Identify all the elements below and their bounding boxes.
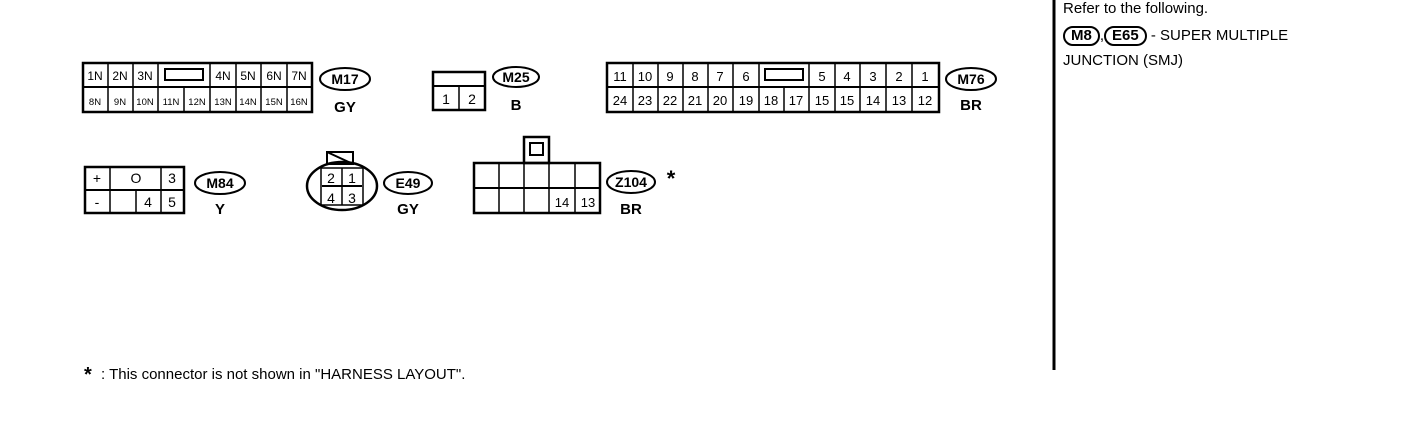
m84-bottom-pin-3: 5 <box>168 194 176 210</box>
m76-top-pin-9: 3 <box>869 69 876 84</box>
m17-color: GY <box>334 99 356 116</box>
m76-bottom-pin-8: 17 <box>789 93 803 108</box>
m76-id: M76 <box>957 71 984 87</box>
footnote-star: * <box>84 364 92 386</box>
m17-bottom-pin-1: 8N <box>89 97 101 108</box>
m76-bottom-pin-12: 13 <box>892 93 906 108</box>
m25-pin-1: 1 <box>442 91 450 107</box>
m76-bottom-pin-13: 12 <box>918 93 932 108</box>
ref-m8: M8 <box>1063 26 1100 46</box>
m25-pin-2: 2 <box>468 91 476 107</box>
e49-bottom-pin-2: 3 <box>348 190 356 206</box>
m76-bottom-pin-1: 24 <box>613 93 627 108</box>
m76-top-pin-7: 5 <box>818 69 825 84</box>
m76-bottom-pin-4: 21 <box>688 93 702 108</box>
m76-bottom-pin-7: 18 <box>764 93 778 108</box>
m84-id: M84 <box>206 175 233 191</box>
m76-top-pin-10: 2 <box>895 69 902 84</box>
m17-badge <box>319 67 371 91</box>
connector-m17 <box>81 61 371 114</box>
m76-badge <box>945 67 997 91</box>
z104-star: * <box>667 166 676 191</box>
m76-top-pin-1: 11 <box>613 69 627 84</box>
m17-top-pin-6: 6N <box>266 69 281 83</box>
connector-m84 <box>83 165 246 215</box>
m76-top-pin-8: 4 <box>843 69 850 84</box>
m84-badge <box>194 171 246 195</box>
m17-bottom-pin-7: 14N <box>239 97 257 108</box>
m76-top-pin-2: 10 <box>638 69 652 84</box>
m17-top-pin-7: 7N <box>291 69 306 83</box>
m76-bottom-pin-5: 20 <box>713 93 727 108</box>
m84-top-pin-1: + <box>93 170 101 186</box>
e49-color: GY <box>397 201 419 218</box>
m76-bottom-pin-6: 19 <box>739 93 753 108</box>
m25-id: M25 <box>502 69 529 85</box>
m76-color: BR <box>960 97 982 114</box>
e49-bottom-pin-1: 4 <box>327 190 335 206</box>
m17-top-pin-3: 3N <box>137 69 152 83</box>
e49-top-pin-2: 1 <box>348 170 356 186</box>
ref-comma: , <box>1099 27 1105 44</box>
m17-bottom-pin-6: 13N <box>214 97 232 108</box>
m84-bottom-pin-2: 4 <box>144 194 152 210</box>
m76-top-pin-5: 7 <box>716 69 723 84</box>
m17-bottom-pin-8: 15N <box>265 97 283 108</box>
m17-top-pin-1: 1N <box>87 69 102 83</box>
footnote-text: : This connector is not shown in "HARNES… <box>101 366 465 383</box>
m76-top-pin-6: 6 <box>742 69 749 84</box>
e49-top-pin-1: 2 <box>327 170 335 186</box>
m76-top-pin-11: 1 <box>921 69 928 84</box>
m25-color: B <box>511 97 522 114</box>
z104-color: BR <box>620 201 642 218</box>
m17-top-pin-2: 2N <box>112 69 127 83</box>
m76-bottom-pin-9: 15 <box>815 93 829 108</box>
m17-bottom-pin-3: 10N <box>136 97 154 108</box>
m17-bottom-pin-9: 16N <box>290 97 308 108</box>
m17-top-pin-4: 4N <box>215 69 230 83</box>
e49-id: E49 <box>396 175 421 191</box>
connector-m76 <box>605 61 997 114</box>
m76-bottom-pin-10: 15 <box>840 93 854 108</box>
m17-bottom-pin-2: 9N <box>114 97 126 108</box>
m25-badge <box>492 66 540 88</box>
connector-z104 <box>472 135 656 215</box>
m76-bottom-pin-11: 14 <box>866 93 880 108</box>
m84-top-pin-3: 3 <box>168 170 176 186</box>
m76-bottom-pin-3: 22 <box>663 93 677 108</box>
side-note-line1: Refer to the following. <box>1063 0 1209 17</box>
z104-bottom-pin-1: 14 <box>555 195 569 210</box>
z104-badge <box>606 170 656 194</box>
m76-bottom-pin-2: 23 <box>638 93 652 108</box>
m17-latch <box>164 68 204 81</box>
connector-m25 <box>431 66 540 112</box>
m84-top-pin-2: O <box>131 170 142 186</box>
connector-e49 <box>305 151 433 212</box>
side-note-line2: M8,E65 - SUPER MULTIPLE <box>1063 26 1288 46</box>
m76-latch <box>764 68 804 81</box>
m17-top-pin-5: 5N <box>240 69 255 83</box>
m76-top-pin-4: 8 <box>691 69 698 84</box>
m17-bottom-pin-5: 12N <box>188 97 206 108</box>
side-note-line3: JUNCTION (SMJ) <box>1063 52 1183 69</box>
e49-badge <box>383 171 433 195</box>
m84-color: Y <box>215 201 225 218</box>
side-note-tail: - SUPER MULTIPLE <box>1150 27 1289 44</box>
ref-e65: E65 <box>1104 26 1147 46</box>
z104-bottom-pin-2: 13 <box>581 195 595 210</box>
m17-id: M17 <box>331 71 358 87</box>
m76-top-pin-3: 9 <box>666 69 673 84</box>
m84-bottom-pin-1: - <box>95 194 100 210</box>
z104-id: Z104 <box>615 174 647 190</box>
m17-bottom-pin-4: 11N <box>163 97 180 108</box>
